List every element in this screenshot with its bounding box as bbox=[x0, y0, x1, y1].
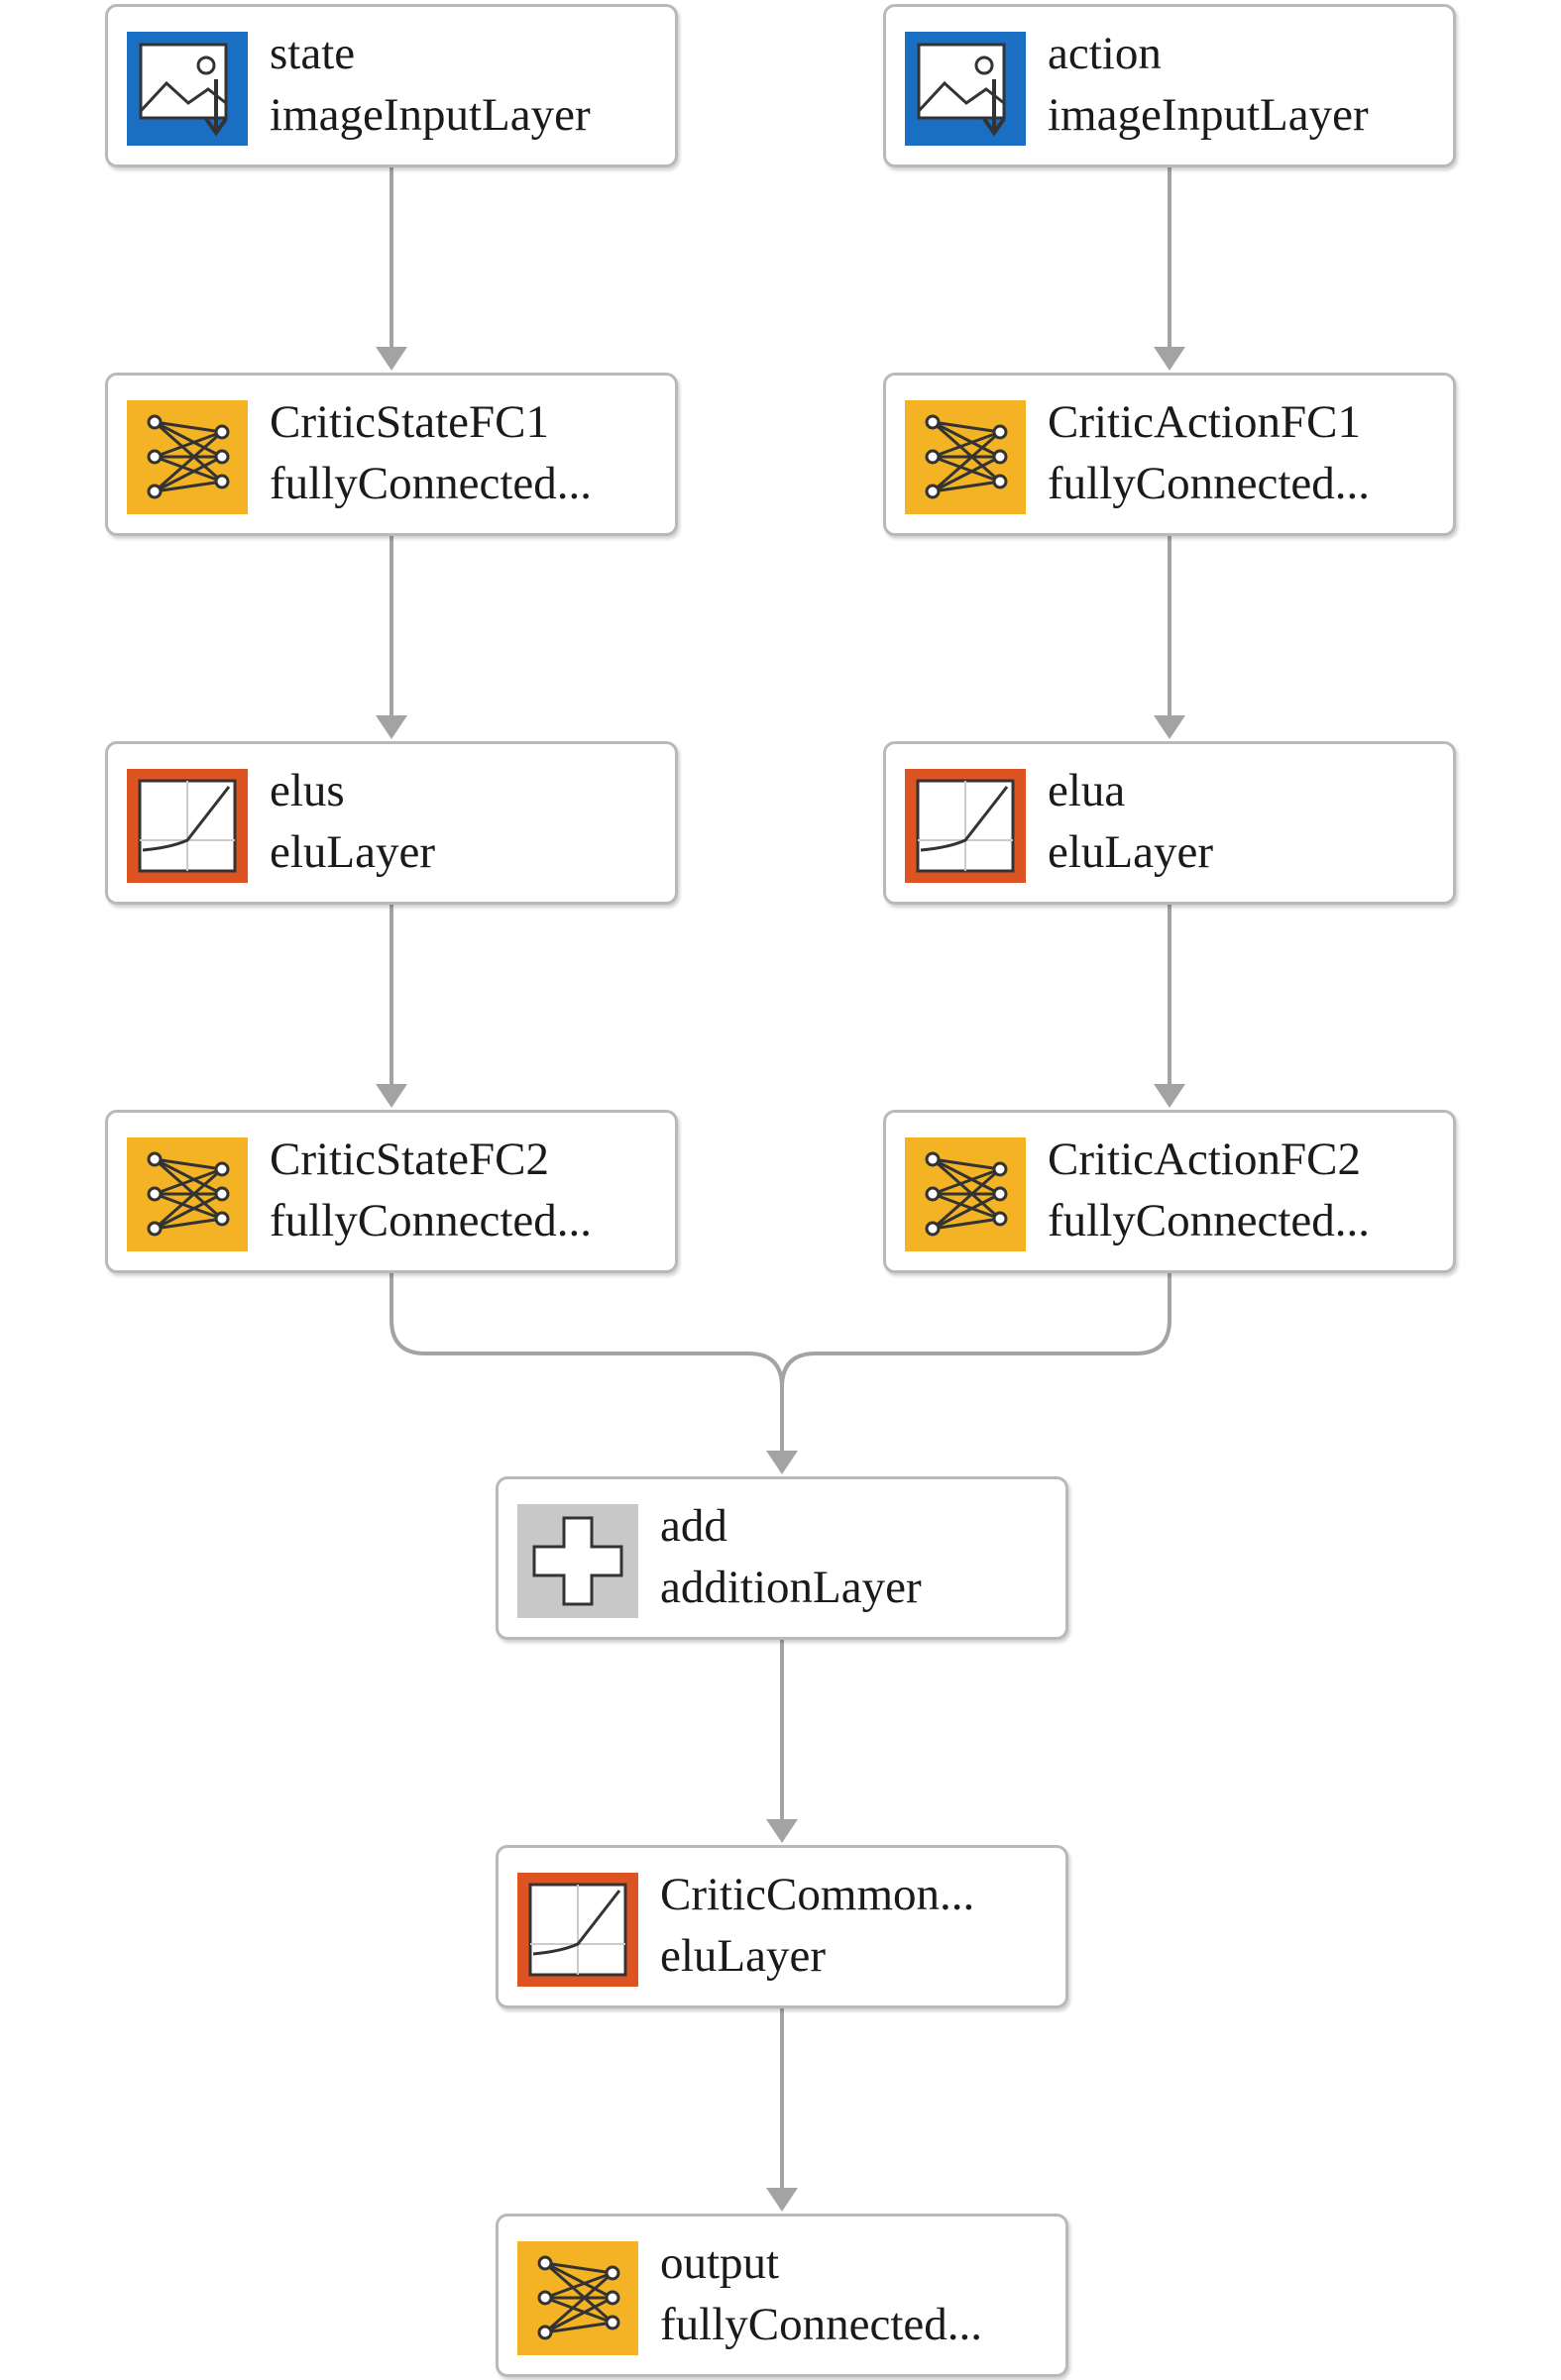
image-input-icon bbox=[905, 32, 1026, 146]
fully-connected-icon bbox=[905, 400, 1026, 514]
layer-name: output bbox=[660, 2237, 780, 2289]
layer-node-criticactionfc1[interactable]: CriticActionFC1 fullyConnected... bbox=[883, 373, 1456, 536]
arrowhead-elua bbox=[1154, 715, 1185, 739]
elu-icon bbox=[905, 769, 1026, 883]
layer-node-add[interactable]: add additionLayer bbox=[496, 1476, 1068, 1640]
layer-type: eluLayer bbox=[270, 826, 436, 878]
layer-node-elus[interactable]: elus eluLayer bbox=[105, 741, 678, 905]
layer-name: action bbox=[1048, 28, 1162, 79]
layer-node-state[interactable]: state imageInputLayer bbox=[105, 4, 678, 167]
arrowhead-add bbox=[766, 1451, 798, 1474]
fully-connected-icon bbox=[127, 400, 248, 514]
layer-node-criticstatefc1[interactable]: CriticStateFC1 fullyConnected... bbox=[105, 373, 678, 536]
layer-type: fullyConnected... bbox=[1048, 458, 1371, 509]
layer-name: add bbox=[660, 1500, 727, 1552]
layer-type: eluLayer bbox=[1048, 826, 1214, 878]
fully-connected-icon bbox=[905, 1137, 1026, 1251]
connector-criticactionfc2-to-add bbox=[780, 1273, 1171, 1453]
arrowhead-criticcommon bbox=[766, 1819, 798, 1843]
layer-node-output[interactable]: output fullyConnected... bbox=[496, 2214, 1068, 2377]
elu-icon bbox=[127, 769, 248, 883]
layer-node-criticcommon[interactable]: CriticCommon... eluLayer bbox=[496, 1845, 1068, 2008]
layer-name: elus bbox=[270, 765, 345, 816]
layer-name: CriticStateFC2 bbox=[270, 1134, 549, 1185]
elu-icon bbox=[517, 1873, 638, 1987]
layer-type: imageInputLayer bbox=[1048, 89, 1369, 141]
image-input-icon bbox=[127, 32, 248, 146]
layer-type: imageInputLayer bbox=[270, 89, 591, 141]
arrowhead-elus bbox=[376, 715, 407, 739]
connector-criticstatefc2-to-add bbox=[390, 1273, 784, 1453]
arrowhead-criticstatefc1 bbox=[376, 347, 407, 371]
arrowhead-output bbox=[766, 2188, 798, 2212]
layer-name: CriticActionFC2 bbox=[1048, 1134, 1361, 1185]
layer-node-elua[interactable]: elua eluLayer bbox=[883, 741, 1456, 905]
layer-name: CriticStateFC1 bbox=[270, 396, 549, 448]
layer-name: CriticCommon... bbox=[660, 1869, 975, 1920]
layer-name: state bbox=[270, 28, 356, 79]
fully-connected-icon bbox=[517, 2241, 638, 2355]
fully-connected-icon bbox=[127, 1137, 248, 1251]
arrowhead-criticactionfc2 bbox=[1154, 1084, 1185, 1108]
arrowhead-criticactionfc1 bbox=[1154, 347, 1185, 371]
layer-node-criticactionfc2[interactable]: CriticActionFC2 fullyConnected... bbox=[883, 1110, 1456, 1273]
layer-type: additionLayer bbox=[660, 1562, 922, 1613]
addition-icon bbox=[517, 1504, 638, 1618]
layer-node-action[interactable]: action imageInputLayer bbox=[883, 4, 1456, 167]
layer-type: fullyConnected... bbox=[270, 458, 593, 509]
layer-type: fullyConnected... bbox=[270, 1195, 593, 1246]
layer-type: eluLayer bbox=[660, 1930, 827, 1982]
layer-type: fullyConnected... bbox=[1048, 1195, 1371, 1246]
layer-node-criticstatefc2[interactable]: CriticStateFC2 fullyConnected... bbox=[105, 1110, 678, 1273]
layer-type: fullyConnected... bbox=[660, 2299, 983, 2350]
layer-name: elua bbox=[1048, 765, 1126, 816]
layer-name: CriticActionFC1 bbox=[1048, 396, 1361, 448]
arrowhead-criticstatefc2 bbox=[376, 1084, 407, 1108]
